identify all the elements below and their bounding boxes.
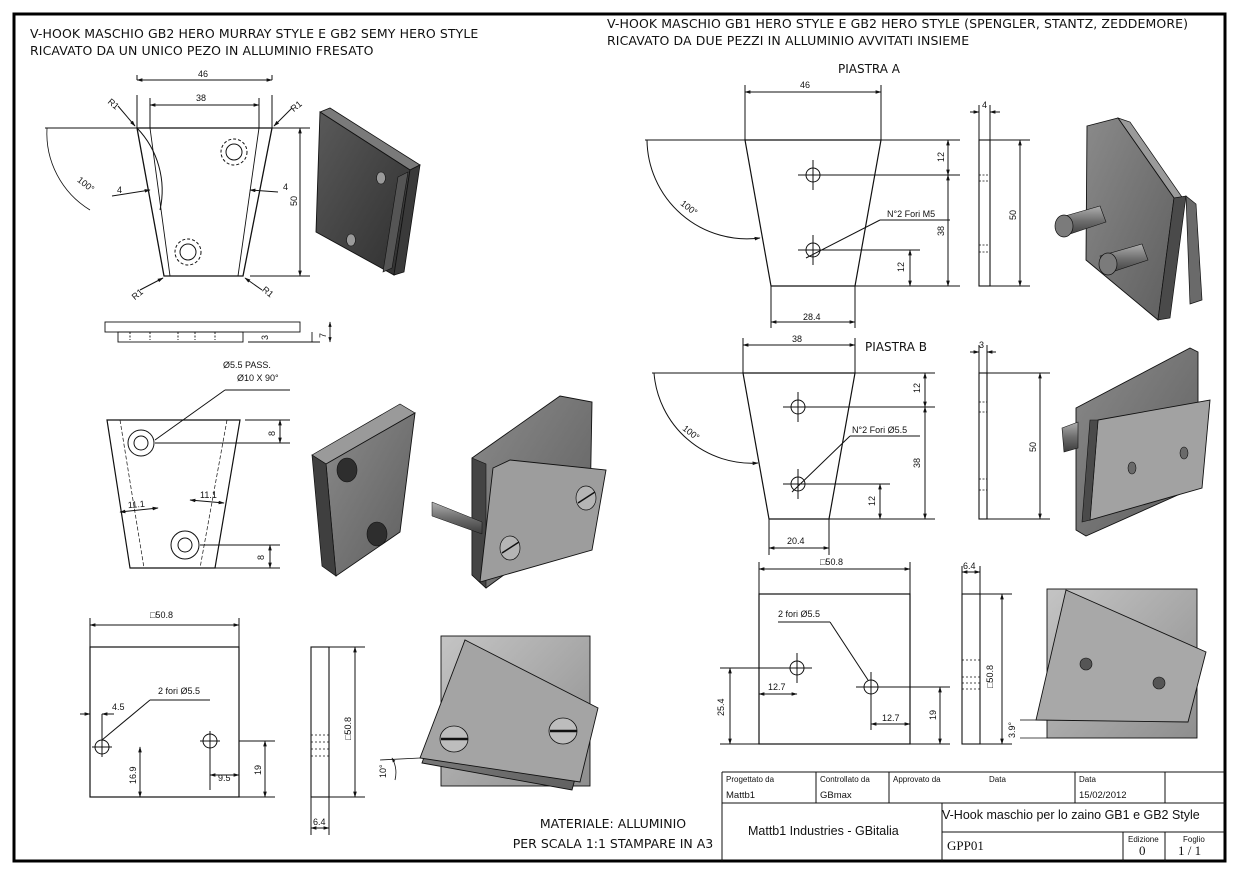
dim-b-12-top: 12 <box>912 383 922 393</box>
dim-r-127b: 12.7 <box>882 713 900 723</box>
dim-left-r1-tr: R1 <box>289 99 304 114</box>
dim-b-38: 38 <box>792 334 802 344</box>
piastra-b-front-view <box>652 338 935 555</box>
tb-data-label-2: Data <box>1079 775 1096 784</box>
dim-a-12-bot: 12 <box>896 262 906 272</box>
dim-b-12-bot: 12 <box>867 496 877 506</box>
dim-10deg: 10° <box>378 764 388 778</box>
dim-pass: Ø5.5 PASS. <box>223 360 271 370</box>
label-piastra-b: PIASTRA B <box>865 340 927 354</box>
dim-r-2fori: 2 fori Ø5.5 <box>778 609 820 619</box>
tb-data-label-1: Data <box>989 775 1006 784</box>
dim-a-38: 38 <box>936 226 946 236</box>
dim-left-4-left: 4 <box>117 185 122 195</box>
piastra-b-side-view <box>970 345 1050 520</box>
tb-controllato-value: GBmax <box>820 790 852 801</box>
dim-11-right: 11.1 <box>200 490 217 500</box>
tb-title: V-Hook maschio per lo zaino GB1 e GB2 St… <box>942 808 1200 822</box>
dim-45: 4.5 <box>112 702 125 712</box>
dim-8-bot: 8 <box>256 555 266 560</box>
material-line2: PER SCALA 1:1 STAMPARE IN A3 <box>512 836 714 851</box>
left-iso-assembled-piece <box>431 395 607 589</box>
header-right: V-HOOK MASCHIO GB1 HERO STYLE E GB2 HERO… <box>607 15 1188 49</box>
dim-a-4: 4 <box>982 100 987 110</box>
right-side-thin-view <box>961 566 1012 745</box>
dim-r-254: 25.4 <box>716 698 726 716</box>
tb-foglio-label: Foglio <box>1183 835 1205 844</box>
tb-code: GPP01 <box>947 838 984 853</box>
dim-left-50: 50 <box>289 196 299 206</box>
dim-left-38: 38 <box>196 93 206 103</box>
dim-r-64: 6.4 <box>963 561 976 571</box>
piastra-a-side-view <box>970 105 1030 287</box>
tb-approvato-label: Approvato da <box>893 775 941 784</box>
dim-a-284: 28.4 <box>803 312 821 322</box>
tb-company: Mattb1 Industries - GBitalia <box>748 824 899 838</box>
tb-edizione-value: 0 <box>1139 843 1146 858</box>
sheet-border <box>12 12 1227 863</box>
left-trapezoid-view <box>45 75 310 291</box>
dim-169: 16.9 <box>128 766 138 784</box>
piastra-b-iso <box>1061 347 1211 537</box>
dim-a-50: 50 <box>1008 210 1018 220</box>
left-side-profile <box>104 321 332 343</box>
dim-r-508v: □50.8 <box>985 665 995 688</box>
title-block-grid <box>721 771 1225 861</box>
dim-95: 9.5 <box>218 773 231 783</box>
left-countersunk-view <box>106 389 290 569</box>
dim-19: 19 <box>253 765 263 775</box>
dim-a-12-top: 12 <box>936 152 946 162</box>
dim-side-3: 3 <box>260 335 270 340</box>
header-right-line1: V-HOOK MASCHIO GB1 HERO STYLE E GB2 HERO… <box>607 16 1189 31</box>
left-side-thin-view <box>310 646 365 835</box>
dim-a-46: 46 <box>800 80 810 90</box>
tb-progettato-value: Mattb1 <box>726 790 756 801</box>
material-note: MATERIALE: ALLUMINIO PER SCALA 1:1 STAMP… <box>508 814 718 854</box>
dim-r-39deg: 3.9° <box>1007 721 1017 738</box>
dim-r-sq: □50.8 <box>820 557 843 567</box>
piastra-a-front-view <box>645 85 960 328</box>
dim-b-204: 20.4 <box>787 536 805 546</box>
tb-controllato-label: Controllato da <box>820 775 870 784</box>
dim-left-4-right: 4 <box>283 182 288 192</box>
dim-left-r1-br: R1 <box>260 284 275 299</box>
dim-csk: Ø10 X 90° <box>237 373 279 383</box>
tb-edizione-label: Edizione <box>1128 835 1159 844</box>
dim-508-vert: □50.8 <box>343 717 353 740</box>
tb-foglio-value: 1 / 1 <box>1178 843 1202 858</box>
dim-a-m5: N°2 Fori M5 <box>887 209 935 219</box>
dim-11-left: 11.1 <box>127 499 145 510</box>
dim-square-508: □50.8 <box>150 610 173 620</box>
dim-2fori: 2 fori Ø5.5 <box>158 686 200 696</box>
header-left: V-HOOK MASCHIO GB2 HERO MURRAY STYLE E G… <box>30 25 478 59</box>
dim-b-100: 100° <box>681 423 702 443</box>
tb-data-value: 15/02/2012 <box>1079 790 1127 801</box>
left-rotated-plate-iso <box>379 635 599 791</box>
header-left-line2: RICAVATO DA UN UNICO PEZO IN ALLUMINIO F… <box>30 43 374 58</box>
material-line1: MATERIALE: ALLUMINIO <box>539 816 687 831</box>
tb-progettato-label: Progettato da <box>726 775 775 784</box>
dim-b-38v: 38 <box>912 458 922 468</box>
label-piastra-a: PIASTRA A <box>838 62 901 76</box>
dim-b-50: 50 <box>1028 442 1038 452</box>
dim-left-100deg: 100° <box>75 175 96 195</box>
dim-b-3: 3 <box>979 340 984 350</box>
piastra-a-iso <box>1054 117 1203 321</box>
dim-side-7: 7 <box>318 333 328 338</box>
dim-b-fori: N°2 Fori Ø5.5 <box>852 425 907 435</box>
header-right-line2: RICAVATO DA DUE PEZZI IN ALLUMINIO AVVIT… <box>607 33 970 48</box>
dim-8-top: 8 <box>267 431 277 436</box>
dim-64: 6.4 <box>313 817 326 827</box>
left-square-plate-view <box>80 618 275 798</box>
left-iso-dark-piece <box>315 107 421 276</box>
dim-r-19: 19 <box>928 710 938 720</box>
dim-left-46: 46 <box>198 69 208 79</box>
header-left-line1: V-HOOK MASCHIO GB2 HERO MURRAY STYLE E G… <box>30 26 479 41</box>
right-square-plate-view <box>720 562 950 745</box>
right-rotated-plate-iso <box>1020 588 1207 739</box>
dim-left-r1-tl: R1 <box>106 96 121 111</box>
dim-r-127a: 12.7 <box>768 682 786 692</box>
left-iso-countersunk-piece <box>311 403 416 577</box>
